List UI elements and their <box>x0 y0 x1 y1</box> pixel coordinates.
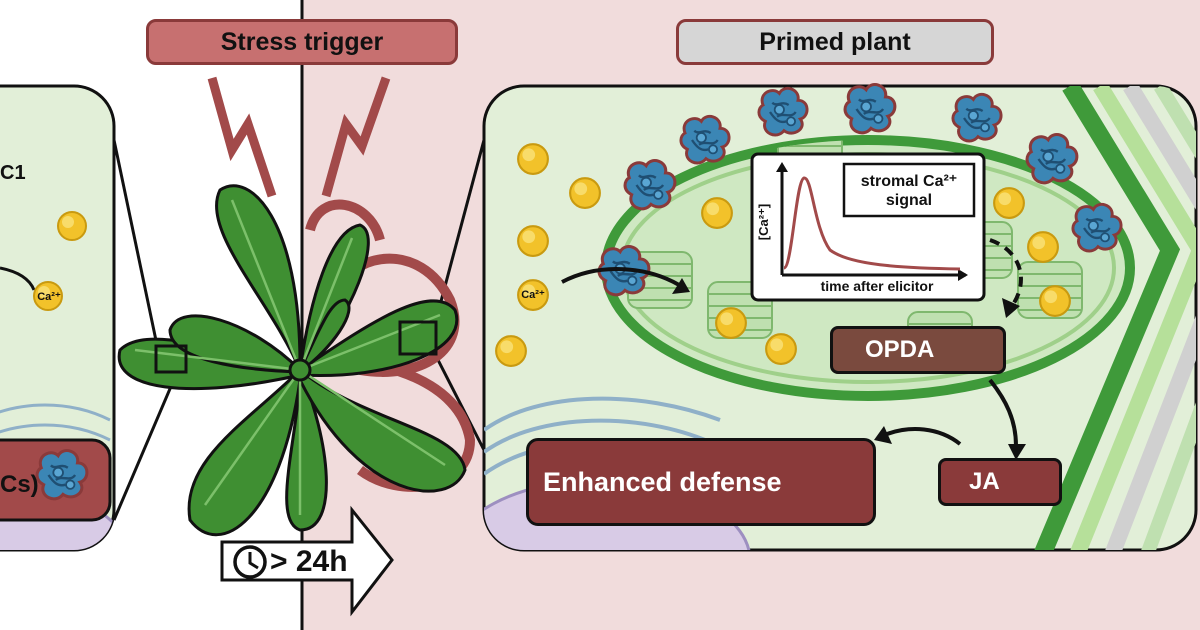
calcium-5 <box>495 335 527 367</box>
left-cs-label: Cs) <box>0 471 39 498</box>
calcium-signal-inset <box>750 152 986 302</box>
inset-y-label: [Ca²⁺] <box>756 203 771 241</box>
leaf-top-left <box>214 184 302 371</box>
cell-wall-stripes <box>1031 86 1196 550</box>
calcium-6 <box>701 197 733 229</box>
opda-box: OPDA <box>830 326 1006 374</box>
lightning-icon-right <box>321 76 391 198</box>
zoom-line-left-bottom <box>112 369 180 521</box>
calcium-influx-arrow <box>561 267 686 290</box>
left-calcium-label: Ca²⁺ <box>37 290 61 303</box>
left-calcium-1 <box>57 211 87 241</box>
inset-x-label: time after elicitor <box>820 278 934 294</box>
ja-to-defense-arrow <box>881 427 962 446</box>
calcium-1 <box>517 143 549 175</box>
timer-arrow <box>220 505 394 617</box>
inset-title: stromal Ca²⁺ signal <box>844 166 974 216</box>
calcium-9 <box>993 187 1025 219</box>
inset-signal-curve <box>782 176 961 271</box>
lightning-icon-left <box>207 76 277 198</box>
ja-box: JA <box>938 458 1062 506</box>
right-calcium-label: Ca²⁺ <box>521 288 545 301</box>
zoom-box-right <box>398 320 438 356</box>
left-c1-label: C1 <box>0 161 26 184</box>
clock-icon <box>233 545 267 579</box>
left-cell-panel <box>0 84 116 552</box>
calcium-2 <box>569 177 601 209</box>
inset-title-line1: stromal Ca²⁺ <box>860 173 958 190</box>
inset-title-line2: signal <box>885 192 933 209</box>
calcium-11 <box>1039 285 1071 317</box>
plant-rosette <box>117 184 476 537</box>
signal-to-opda-arrow <box>989 238 1023 308</box>
leaf-bottom <box>285 369 328 532</box>
timer-label: > 24h <box>270 545 348 578</box>
zoom-box-left <box>154 344 188 374</box>
leaf-bottom-right <box>298 366 467 493</box>
calcium-3 <box>517 225 549 257</box>
zoom-line-left-top <box>112 139 160 351</box>
calcium-7 <box>715 307 747 339</box>
zoom-line-right-bottom <box>434 355 486 451</box>
stress-trigger-label: Stress trigger <box>146 19 458 65</box>
enhanced-defense-box: Enhanced defense <box>526 438 876 526</box>
opda-to-ja-arrow <box>988 378 1018 447</box>
right-cell-panel <box>482 83 1198 552</box>
inset-legend-box <box>842 162 976 218</box>
primed-plant-label: Primed plant <box>676 19 994 65</box>
calcium-8 <box>765 333 797 365</box>
calcium-10 <box>1027 231 1059 263</box>
leaf-inner <box>297 298 351 372</box>
